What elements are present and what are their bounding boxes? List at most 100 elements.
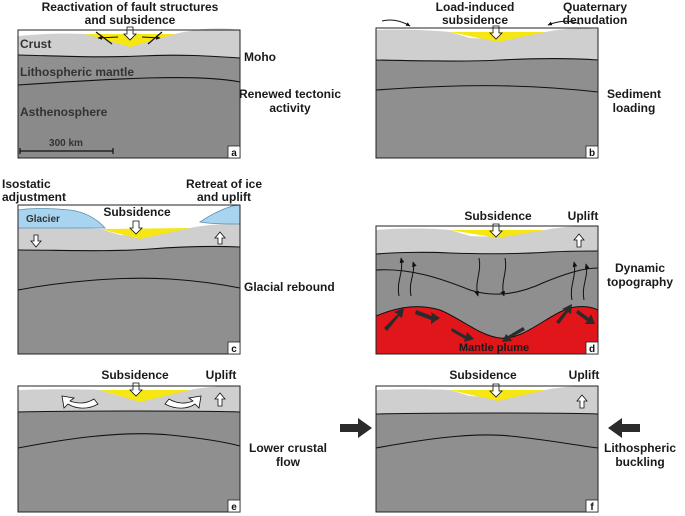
lab-line-c [17,277,241,291]
mantle-layer-f [376,413,598,512]
moho-line-c [17,245,241,252]
denudation-arrow-right [547,20,581,26]
subsidence-arrow-b [489,25,503,40]
panel-b-side-line1: Sediment [607,87,661,101]
asthenosphere-label: Asthenosphere [20,105,108,119]
fault-right-arrow [141,35,161,40]
panel-a-side-line2: activity [269,101,311,115]
compression-arrow-right [608,418,640,438]
plume-arrow-1 [384,308,404,331]
glacier-left [17,208,106,229]
panel-d-side-line2: topography [607,275,673,289]
panel-b-right-line2: denudation [563,13,628,27]
moho-line [17,54,241,59]
lab-line [17,77,241,86]
panel-f-subsidence: Subsidence [449,368,517,382]
denudation-arrow-left [381,19,411,27]
panel-a-tag: a [231,148,237,159]
flow-arrow-2 [409,261,417,297]
panel-d-side-line1: Dynamic [615,261,665,275]
moho-line-b [375,57,599,62]
panel-b-title-line2: subsidence [442,13,508,27]
panel-d-subsidence: Subsidence [464,209,532,223]
panel-b-tag-box [585,145,599,159]
uplift-arrow-e [214,392,226,407]
subsidence-arrow-f [489,383,503,398]
mantle-layer-d [376,251,598,339]
panel-d-frame [375,225,599,355]
lab-line-d [375,267,599,295]
panel-a-title-line1: Reactivation of fault structures [42,0,219,14]
panel-c-subsidence: Subsidence [103,205,171,219]
plume-arrow-6 [576,310,595,324]
panel-e-tag-box [227,499,241,513]
uplift-arrow-d [573,233,585,248]
panel-b-frame [375,27,599,159]
crustal-flow-arrow-right [164,395,202,409]
panel-d-tag-box [585,341,599,355]
panel-e-side-line2: flow [276,455,301,469]
panel-e-tag: e [231,502,237,513]
subsidence-arrow-d [489,223,503,238]
panel-f-tag-box [585,499,599,513]
panel-f-side-line2: buckling [615,455,664,469]
plume-label: Mantle plume [459,342,529,354]
scale-bar [19,148,114,154]
panel-c-side: Glacial rebound [244,280,335,294]
uplift-arrow-f [576,394,588,409]
panel-a: a Reactivation of fault structures and s… [17,0,341,159]
panel-c-tag: c [231,344,237,355]
glacier-right [198,204,241,225]
uplift-arrow-c [214,231,226,245]
panel-b-right-line1: Quaternary [563,0,627,14]
crust-layer-f [376,386,598,414]
crust-layer-e [18,386,240,412]
panel-b-side-line2: loading [613,101,656,115]
flow-arrow-5 [570,261,578,301]
panel-f-frame [375,385,599,513]
panel-c-left-line1: Isostatic [2,177,51,191]
crustal-flow-arrow-left [61,395,99,409]
flow-arrow-1 [397,257,405,297]
mantle-layer-b [376,58,598,158]
crust-layer-d [376,226,598,254]
panel-a-frame [17,29,241,159]
plume-arrow-5 [556,304,572,324]
panel-b-tag: b [589,148,595,159]
panel-e: e Subsidence Uplift Lower crustal flow [17,368,327,513]
panel-a-title-line2: and subsidence [85,13,176,27]
panel-f-tag: f [590,502,594,513]
panel-a-side-line1: Renewed tectonic [239,87,341,101]
lithospheric-mantle-label: Lithospheric mantle [20,65,134,79]
plume-arrow-3 [451,328,474,342]
crust-label: Crust [20,37,51,51]
moho-line-f [375,412,599,415]
panel-e-uplift: Uplift [206,368,237,382]
panel-d-uplift: Uplift [568,209,599,223]
moho-label: Moho [244,50,276,64]
panel-c: c Isostatic adjustment Glacier Subsidenc… [2,177,335,355]
sediment-basin-c [100,228,190,239]
adjustment-arrow-c [30,234,42,248]
panel-f-side-line1: Lithospheric [604,441,676,455]
panel-d: d Subsidence Uplift Mantle plume Dynamic… [375,209,673,355]
asthenosphere-layer [18,77,240,158]
crust-layer-c [18,224,240,251]
panel-c-left-line2: adjustment [2,190,66,204]
panel-e-side-line1: Lower crustal [249,441,327,455]
panel-f-uplift: Uplift [569,368,600,382]
glacier-label: Glacier [26,214,60,225]
mantle-layer-c [18,246,240,354]
mantle-layer-e [18,411,240,512]
crust-layer-b [376,28,598,62]
compression-arrow-left [340,418,372,438]
panel-d-tag: d [589,344,595,355]
panel-b-title-line1: Load-induced [436,0,515,14]
plume-arrow-4 [502,327,525,342]
fault-left-arrow [97,35,119,40]
panel-c-tag-box [227,341,241,355]
panel-a-tag-box [227,145,241,159]
panel-e-subsidence: Subsidence [101,368,169,382]
scale-bar-label: 300 km [49,138,83,149]
